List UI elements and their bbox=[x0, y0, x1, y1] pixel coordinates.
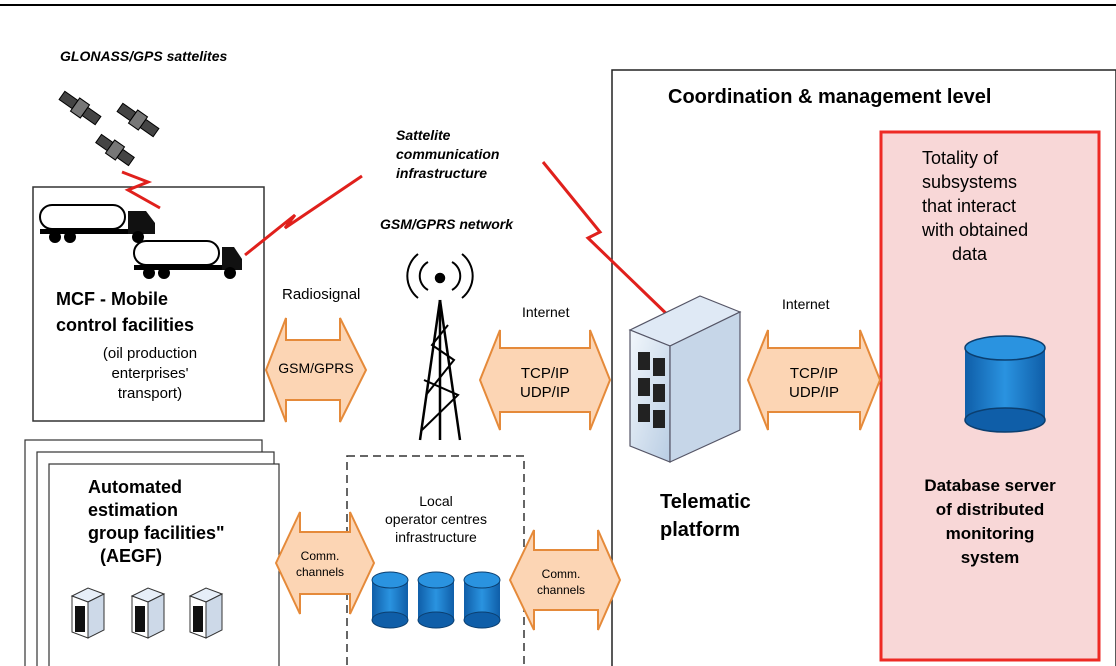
internet-label-2: Internet bbox=[782, 296, 830, 312]
telematic-label: Telematic platform bbox=[660, 491, 751, 541]
gsm-gprs-arrow-label: GSM/GPRS bbox=[278, 360, 354, 376]
coordination-title: Coordination & management level bbox=[668, 86, 992, 108]
internet-label-1: Internet bbox=[522, 304, 570, 320]
arrow-comm-channels-2 bbox=[508, 529, 622, 631]
arrow-comm-channels-1 bbox=[274, 511, 376, 615]
comm-channels-label-1: Comm. channels bbox=[295, 549, 345, 579]
totality-label: Totality of subsystems that interact wit… bbox=[922, 148, 1029, 264]
database-cylinder-icon bbox=[371, 571, 501, 629]
radio-tower-icon bbox=[406, 253, 474, 441]
aegf-title: Automated estimation group facilities" (… bbox=[88, 477, 225, 566]
satellite-comm-label: Sattelite communication infrastructure bbox=[396, 127, 500, 181]
main-database-icon bbox=[964, 335, 1046, 433]
arrow-tcp-2 bbox=[746, 329, 882, 431]
small-server-icon bbox=[70, 587, 224, 639]
mcf-title: MCF - Mobile control facilities bbox=[56, 289, 195, 335]
lightning-icon bbox=[121, 161, 677, 324]
tanker-truck-icon bbox=[39, 204, 242, 279]
arrow-tcp-1 bbox=[478, 329, 612, 431]
radiosignal-label: Radiosignal bbox=[282, 286, 361, 303]
database-server-label: Database server of distributed monitorin… bbox=[924, 476, 1056, 567]
tcp-label-1: TCP/IP UDP/IP bbox=[519, 365, 570, 401]
tcp-label-2: TCP/IP UDP/IP bbox=[788, 365, 839, 401]
comm-channels-label-2: Comm. channels bbox=[536, 567, 586, 597]
local-operator-label: Local operator centres infrastructure bbox=[385, 493, 487, 545]
gsm-network-label: GSM/GPRS network bbox=[380, 216, 514, 232]
server-icon bbox=[628, 295, 742, 463]
arrow-gsm-gprs bbox=[264, 317, 368, 423]
satellites-label: GLONASS/GPS sattelites bbox=[60, 48, 228, 64]
satellite-icon bbox=[58, 90, 160, 167]
mcf-subtitle: (oil production enterprises' transport) bbox=[102, 345, 198, 402]
